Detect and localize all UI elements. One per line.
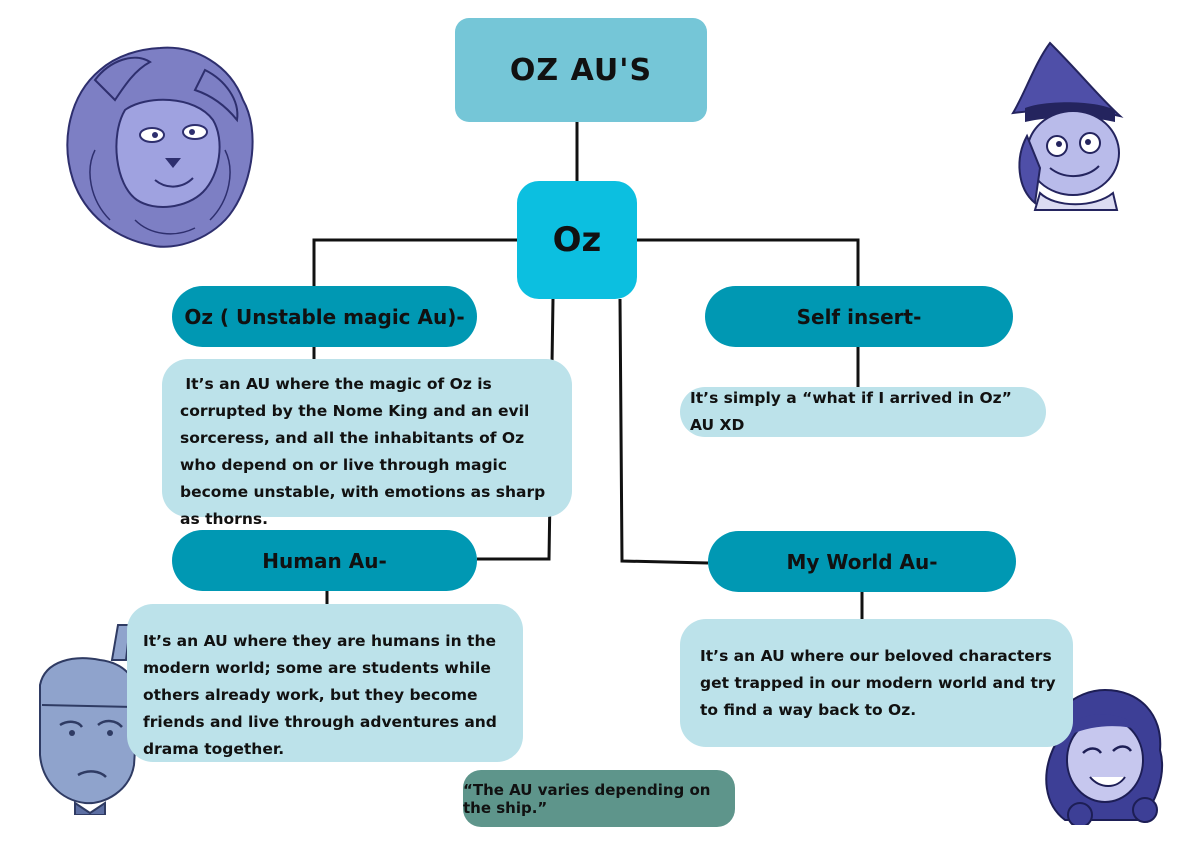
branch-unstable-magic-au: Oz ( Unstable magic Au)- — [172, 286, 477, 347]
dorothy-illustration — [1045, 688, 1164, 825]
description-unstable-magic-au: It’s an AU where the magic of Oz is corr… — [162, 359, 572, 528]
lion-illustration — [66, 46, 254, 248]
diagram-title: OZ AU'S — [455, 18, 707, 122]
tin-man-illustration — [39, 624, 140, 815]
description-human-au: It’s an AU where they are humans in the … — [127, 604, 523, 762]
root-node-oz: Oz — [517, 181, 637, 299]
branch-my-world-au: My World Au- — [708, 531, 1016, 592]
scarecrow-illustration — [1011, 41, 1124, 211]
branch-self-insert: Self insert- — [705, 286, 1013, 347]
description-my-world-au: It’s an AU where our beloved characters … — [680, 619, 1073, 747]
branch-human-au: Human Au- — [172, 530, 477, 591]
description-self-insert: It’s simply a “what if I arrived in Oz” … — [680, 387, 1046, 437]
ship-note: “The AU varies depending on the ship.” — [463, 770, 735, 827]
